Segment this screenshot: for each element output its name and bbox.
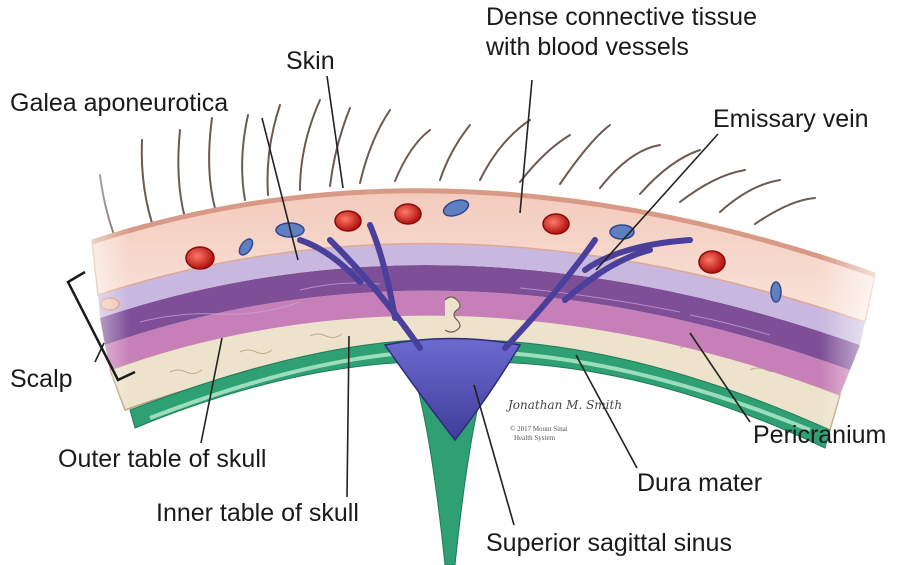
superior-sagittal-sinus-shape — [385, 339, 520, 441]
label-dense-connective-tissue: Dense connective tissue — [486, 2, 757, 32]
label-dura-mater: Dura mater — [637, 468, 762, 498]
edge-fade-left — [60, 150, 130, 450]
label-scalp: Scalp — [10, 364, 73, 394]
label-emissary-vein: Emissary vein — [713, 104, 869, 134]
label-superior-sagittal-sinus: Superior sagittal sinus — [486, 528, 732, 558]
label-outer-table-of-skull: Outer table of skull — [58, 444, 266, 474]
label-skin: Skin — [286, 46, 335, 76]
label-galea-aponeurotica: Galea aponeurotica — [10, 88, 228, 118]
copyright-credit-line1: © 2017 Mount Sinai — [510, 425, 568, 433]
label-dense-connective-tissue-line2: with blood vessels — [486, 32, 689, 62]
label-pericranium: Pericranium — [753, 420, 886, 450]
artist-signature: Jonathan M. Smith — [508, 398, 622, 412]
copyright-credit-line2: Health System — [514, 434, 555, 442]
label-inner-table-of-skull: Inner table of skull — [156, 498, 359, 528]
